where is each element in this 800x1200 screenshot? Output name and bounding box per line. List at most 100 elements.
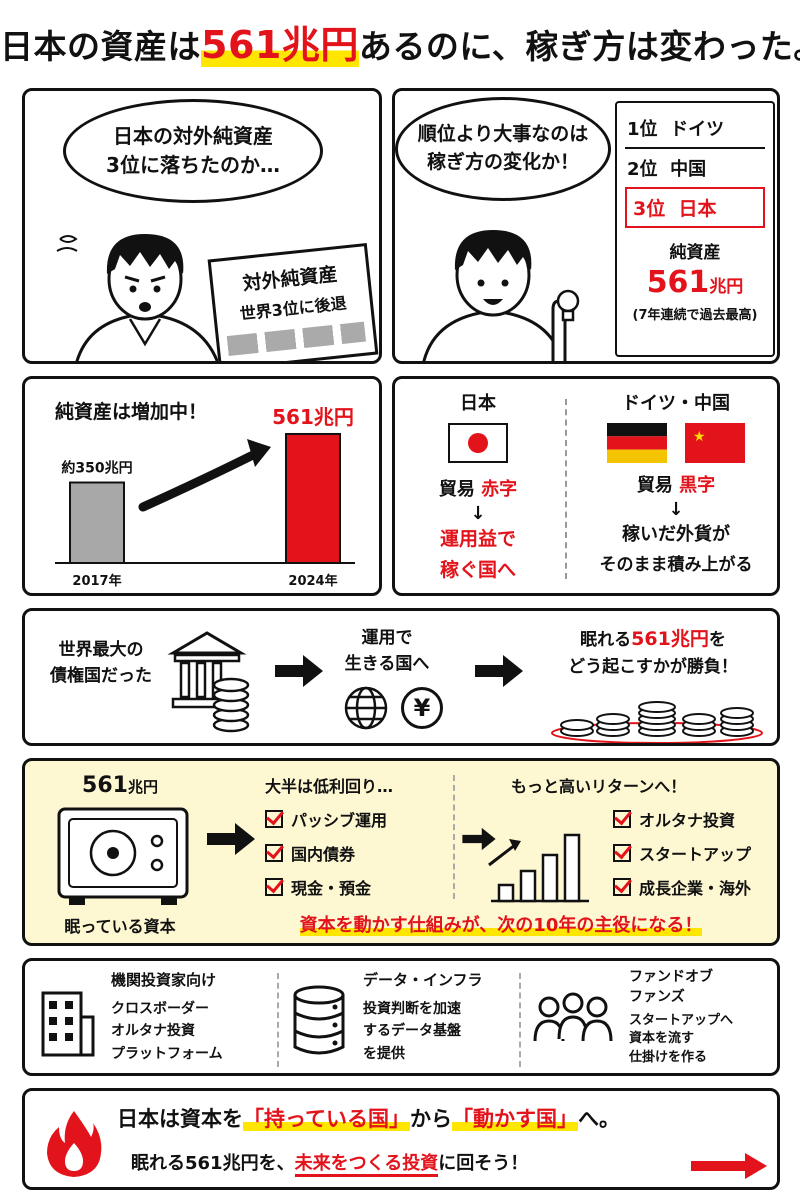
low-item-1: パッシブ運用 bbox=[265, 807, 455, 831]
globe-icon bbox=[344, 686, 388, 730]
checkbox-icon bbox=[613, 810, 631, 828]
down-arrow-icon: ↓ bbox=[668, 499, 684, 520]
panel-transition-flow: 世界最大の 債権国だった 運用で 生きる国へ ¥ 眠れる561兆円を どう起こす… bbox=[22, 608, 780, 746]
rank-row-1: 1位 ドイツ bbox=[625, 109, 765, 149]
arrow-right-icon bbox=[475, 655, 523, 687]
net-assets-value: 561兆円 bbox=[646, 265, 744, 300]
germany-china-label: ドイツ・中国 bbox=[622, 393, 730, 414]
office-building-icon bbox=[41, 991, 95, 1057]
column-divider bbox=[277, 973, 279, 1067]
china-flag-icon: ★ bbox=[685, 423, 745, 463]
arrow-right-icon bbox=[691, 1153, 767, 1179]
step1-text: 世界最大の 債権国だった bbox=[50, 640, 152, 687]
database-icon bbox=[293, 985, 345, 1055]
panel-worried-boy: 日本の対外純資産 3位に落ちたのか… 対外純資産 世界3位に後退 bbox=[22, 88, 382, 364]
svg-text:★: ★ bbox=[693, 429, 706, 445]
solution-col-2: データ・インフラ 投資判断を加速 するデータ基盤 を提供 bbox=[363, 969, 513, 1065]
solution-col-1: 機関投資家向け クロスボーダー オルタナ投資 プラットフォーム bbox=[111, 969, 271, 1065]
chart-bar-2017年 bbox=[69, 481, 125, 564]
high-item-3: 成長企業・海外 bbox=[613, 875, 777, 899]
title-post: あるのに、稼ぎ方は変わった。 bbox=[358, 27, 800, 66]
newspaper-lines bbox=[226, 321, 367, 356]
high-item-2: スタートアップ bbox=[613, 841, 777, 865]
low-yield-list: 大半は低利回り… パッシブ運用 国内債券 現金・預金 bbox=[265, 773, 455, 909]
yen-coin-icon: ¥ bbox=[401, 687, 443, 729]
worried-boy-illustration bbox=[56, 234, 219, 361]
growth-chart-icon bbox=[488, 833, 589, 903]
safe-caption: 眠っている資本 bbox=[64, 917, 176, 936]
checkbox-icon bbox=[265, 810, 283, 828]
speech-bubble-2: 順位より大事なのは 稼ぎ方の変化か！ bbox=[395, 97, 611, 201]
rank-row-2: 2位 中国 bbox=[627, 159, 707, 180]
solution-col-3: ファンドオブ ファンズ スタートアップへ 資本を流す 仕掛けを作る bbox=[629, 969, 734, 1066]
page-title: 日本の資産は561兆円あるのに、稼ぎ方は変わった。 bbox=[0, 14, 800, 69]
arrow-right-icon bbox=[462, 827, 496, 851]
tagline: 資本を動かす仕組みが、次の10年の主役になる！ bbox=[299, 915, 703, 936]
title-pre: 日本の資産は bbox=[0, 27, 201, 66]
chart-value-label: 約350兆円 bbox=[61, 460, 132, 477]
japan-result-2: 稼ぐ国へ bbox=[439, 559, 516, 581]
growth-arrow-head bbox=[247, 439, 271, 467]
germany-china-column: ドイツ・中国 ★ 貿易 黒字 ↓ 稼いだ外貨が そのまま積み上がる bbox=[577, 389, 775, 575]
japan-label: 日本 bbox=[460, 393, 496, 414]
high-item-1: オルタナ投資 bbox=[613, 807, 777, 831]
panel-ranking: 順位より大事なのは 稼ぎ方の変化か！ 1位 ドイツ 2位 中国 3位 日本 純資… bbox=[392, 88, 780, 364]
low-yield-title: 大半は低利回り… bbox=[265, 777, 394, 796]
coins-icon bbox=[212, 677, 250, 733]
japan-result-1: 運用益で bbox=[439, 528, 516, 550]
panel-sleeping-capital: 561兆円 眠っている資本 大半は低利回り… パッシブ運用 国内債券 現金・預金… bbox=[22, 758, 780, 946]
people-icon bbox=[533, 992, 613, 1042]
high-return-list: オルタナ投資 スタートアップ 成長企業・海外 bbox=[613, 801, 777, 909]
title-highlight: 561兆円 bbox=[201, 23, 359, 67]
japan-trade: 貿易 赤字 bbox=[438, 479, 518, 500]
panel-footer: 日本は資本を「持っている国」から「動かす国」へ。 眠れる561兆円を、未来をつく… bbox=[22, 1088, 780, 1190]
safe-value: 561兆円 bbox=[82, 773, 158, 798]
step2-text: 運用で 生きる国へ bbox=[344, 628, 430, 675]
checkbox-icon bbox=[265, 844, 283, 862]
checkbox-icon bbox=[613, 844, 631, 862]
japan-flag-icon bbox=[448, 423, 508, 463]
coins-stack-icon bbox=[551, 701, 763, 743]
down-arrow-icon: ↓ bbox=[470, 503, 486, 524]
checkbox-icon bbox=[613, 878, 631, 896]
column-divider bbox=[453, 775, 455, 899]
column-divider bbox=[519, 973, 521, 1067]
arrow-right-icon bbox=[275, 655, 323, 687]
rank-row-3: 3位 日本 bbox=[625, 187, 765, 228]
chart-bar-2024年 bbox=[285, 432, 341, 564]
ranking-card: 1位 ドイツ 2位 中国 3位 日本 純資産 561兆円 (7年連続で過去最高) bbox=[615, 101, 775, 357]
speech-bubble-1: 日本の対外純資産 3位に落ちたのか… bbox=[63, 99, 323, 203]
low-item-3: 現金・預金 bbox=[265, 875, 455, 899]
germany-china-result-2: そのまま積み上がる bbox=[599, 555, 753, 575]
arrow-right-icon bbox=[207, 823, 255, 855]
germany-flag-icon bbox=[607, 423, 667, 463]
col1-title: 機関投資家向け bbox=[111, 971, 217, 989]
panel-trade-compare: 日本 貿易 赤字 ↓ 運用益で 稼ぐ国へ ドイツ・中国 ★ 貿易 黒字 bbox=[392, 376, 780, 596]
japan-column: 日本 貿易 赤字 ↓ 運用益で 稼ぐ国へ bbox=[403, 389, 553, 582]
flame-icon bbox=[47, 1111, 102, 1177]
safe-icon bbox=[57, 807, 189, 905]
lightbulb-icon bbox=[556, 289, 580, 322]
chart-tick-label: 2017年 bbox=[72, 573, 121, 589]
bank-building-icon bbox=[167, 631, 247, 709]
net-assets-note: (7年連続で過去最高) bbox=[632, 308, 758, 323]
chart-title: 純資産は増加中！ bbox=[55, 401, 208, 423]
footer-line-2: 眠れる561兆円を、未来をつくる投資に回そう！ bbox=[131, 1149, 651, 1177]
newspaper-icon: 対外純資産 世界3位に後退 bbox=[207, 242, 379, 361]
chart-value-label: 561兆円 bbox=[272, 405, 354, 429]
bubble-2-text: 順位より大事なのは 稼ぎ方の変化か！ bbox=[417, 123, 589, 173]
germany-china-trade: 貿易 黒字 bbox=[636, 475, 716, 496]
bubble-1-text: 日本の対外純資産 3位に落ちたのか… bbox=[106, 124, 280, 177]
footer-line-1: 日本は資本を「持っている国」から「動かす国」へ。 bbox=[117, 1107, 620, 1131]
column-divider bbox=[565, 399, 567, 579]
low-item-2: 国内債券 bbox=[265, 841, 455, 865]
panel-solutions: 機関投資家向け クロスボーダー オルタナ投資 プラットフォーム データ・インフラ… bbox=[22, 958, 780, 1076]
growth-arrow bbox=[138, 448, 262, 512]
checkbox-icon bbox=[265, 878, 283, 896]
col2-title: データ・インフラ bbox=[363, 971, 483, 989]
high-return-title: もっと高いリターンへ！ bbox=[511, 777, 687, 796]
step3-text: 眠れる561兆円を どう起こすかが勝負！ bbox=[568, 628, 738, 678]
germany-china-result-1: 稼いだ外貨が bbox=[622, 524, 730, 545]
